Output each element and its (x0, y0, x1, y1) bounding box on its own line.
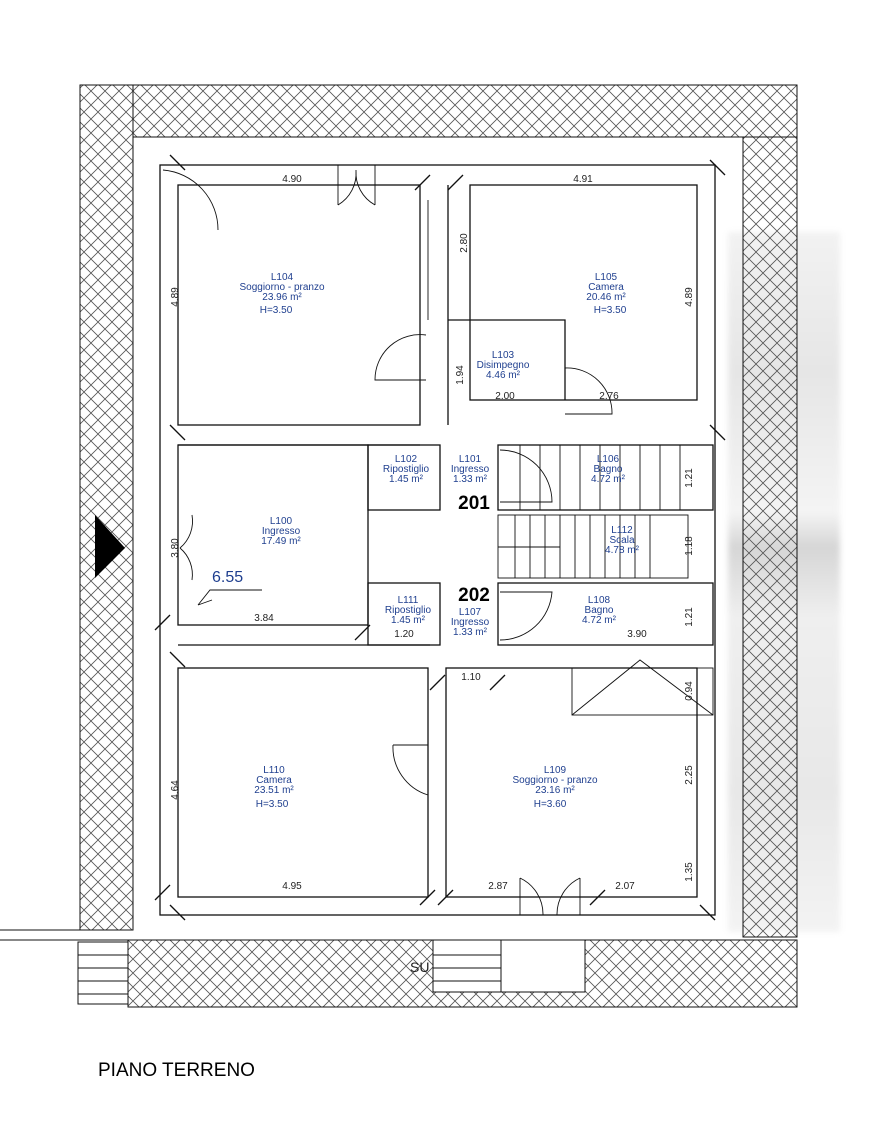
svg-text:4.91: 4.91 (573, 174, 593, 185)
svg-text:1.20: 1.20 (394, 629, 414, 640)
svg-text:2.76: 2.76 (599, 391, 619, 402)
stair-marker-201: 201 (458, 493, 490, 514)
dimension-ticks (154, 154, 726, 921)
svg-text:1.18: 1.18 (684, 536, 695, 556)
level-label: 6.55 (212, 569, 243, 586)
svg-text:3.90: 3.90 (627, 629, 647, 640)
svg-text:4.90: 4.90 (282, 174, 302, 185)
svg-text:3.84: 3.84 (254, 613, 274, 624)
svg-text:4.89: 4.89 (684, 287, 695, 307)
svg-text:2.07: 2.07 (615, 881, 635, 892)
level-arrow-icon (197, 589, 262, 606)
svg-text:1.21: 1.21 (684, 468, 695, 488)
stair-up-label: SU (410, 959, 429, 975)
svg-text:1.21: 1.21 (684, 607, 695, 627)
plan-title: PIANO TERRENO (98, 1060, 255, 1081)
svg-text:0.94: 0.94 (684, 681, 695, 701)
svg-text:2.87: 2.87 (488, 881, 508, 892)
doors (162, 165, 613, 916)
terrain-hatch (0, 84, 798, 1008)
svg-text:2.25: 2.25 (684, 765, 695, 785)
svg-text:2.00: 2.00 (495, 391, 515, 402)
svg-text:4.64: 4.64 (170, 780, 181, 800)
svg-text:4.89: 4.89 (170, 287, 181, 307)
entrance-arrow-icon (95, 515, 125, 578)
walls (159, 164, 716, 916)
svg-text:1.10: 1.10 (461, 672, 481, 683)
svg-text:2.80: 2.80 (459, 233, 470, 253)
dimension-labels: 4.90 4.91 2.80 4.89 4.89 1.94 2.00 2.76 … (170, 174, 695, 892)
stair-marker-202: 202 (458, 585, 490, 606)
svg-text:1.35: 1.35 (684, 862, 695, 882)
svg-text:1.94: 1.94 (455, 365, 466, 385)
svg-text:4.95: 4.95 (282, 881, 302, 892)
svg-text:3.80: 3.80 (170, 538, 181, 558)
